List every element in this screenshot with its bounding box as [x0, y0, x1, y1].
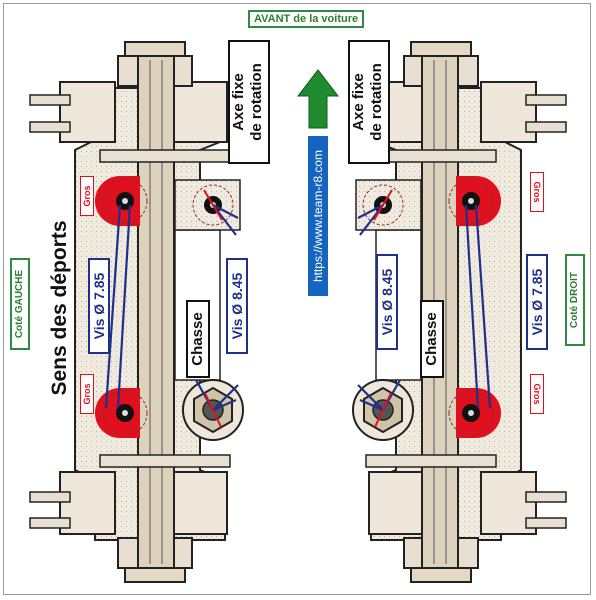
- title-text: AVANT de la voiture: [254, 13, 359, 25]
- sens-deports-label: Sens des déports: [48, 220, 71, 396]
- title-box: AVANT de la voiture: [248, 10, 365, 28]
- gros-label-top-right: Gros: [530, 172, 544, 212]
- axe-fixe-left-line2: de rotation: [248, 63, 265, 141]
- url-banner: https://www.team-r8.com: [308, 136, 328, 296]
- gros-label-bottom-right: Gros: [530, 374, 544, 414]
- cote-droit-box: Coté DROIT: [565, 254, 585, 346]
- axe-fixe-left-box: Axe fixe de rotation: [228, 40, 270, 164]
- forward-arrow-icon: [296, 69, 340, 129]
- vis-785-right-box: Vis Ø 7.85: [526, 254, 548, 350]
- gros-label-top-left: Gros: [80, 176, 94, 216]
- cote-droit-text: Coté DROIT: [569, 271, 580, 329]
- vis-845-right-box: Vis Ø 8.45: [376, 254, 398, 350]
- gros-label-bottom-left: Gros: [80, 374, 94, 414]
- chasse-left-box: Chasse: [186, 300, 210, 378]
- image-frame: [3, 3, 591, 595]
- cote-gauche-text: Coté GAUCHE: [14, 269, 25, 339]
- axe-fixe-right-box: Axe fixe de rotation: [348, 40, 390, 164]
- url-text: https://www.team-r8.com: [311, 149, 325, 283]
- cote-gauche-box: Coté GAUCHE: [10, 258, 30, 350]
- axe-fixe-right-line1: Axe fixe: [350, 73, 367, 131]
- axe-fixe-left-line1: Axe fixe: [230, 73, 247, 131]
- chasse-right-box: Chasse: [420, 300, 444, 378]
- axe-fixe-right-line2: de rotation: [368, 63, 385, 141]
- vis-785-left-box: Vis Ø 7.85: [88, 258, 110, 354]
- vis-845-left-box: Vis Ø 8.45: [226, 258, 248, 354]
